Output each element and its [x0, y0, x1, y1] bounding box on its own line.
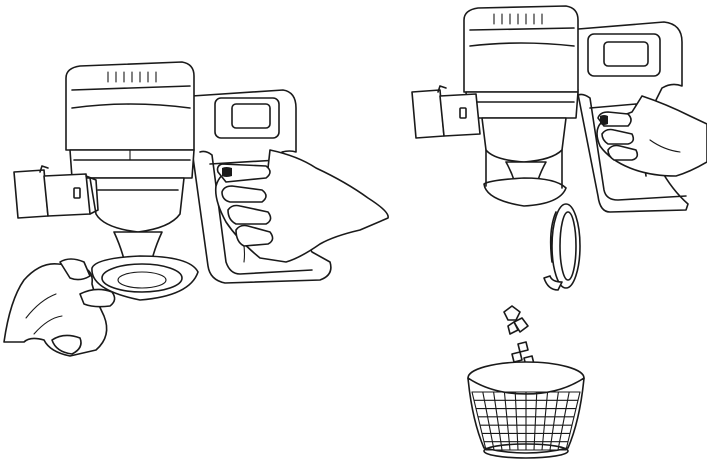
motor-housing-right: [463, 5, 579, 93]
dust-clump: [503, 305, 521, 321]
lid-disc: [551, 203, 581, 289]
display-screen-right: [603, 41, 649, 67]
vacuum-body-left: [65, 61, 199, 301]
basket-mesh: [471, 391, 581, 451]
hand-opening-lid-left: [3, 258, 116, 357]
motor-housing-left: [65, 61, 195, 151]
cyclone-left: [89, 177, 185, 233]
dust-bin-lid-open-right: [543, 203, 581, 291]
display-screen-left: [231, 103, 271, 129]
side-connector-left: [13, 165, 99, 219]
dust-clump: [517, 341, 529, 353]
hand-holding-handle-left: [214, 149, 389, 263]
vent-slots-left: [107, 71, 157, 83]
vent-slots-right: [493, 13, 543, 25]
finger-tip-left: [59, 258, 91, 281]
side-connector-right: [411, 85, 481, 139]
panel-right: [411, 5, 707, 459]
hand-holding-handle-right: [596, 95, 707, 177]
panel-left: [3, 61, 389, 357]
dust-clump: [511, 351, 523, 363]
waste-basket: [467, 361, 585, 459]
dust-clump: [507, 321, 519, 335]
vacuum-body-right: [463, 5, 579, 207]
cyclone-right: [481, 117, 567, 163]
